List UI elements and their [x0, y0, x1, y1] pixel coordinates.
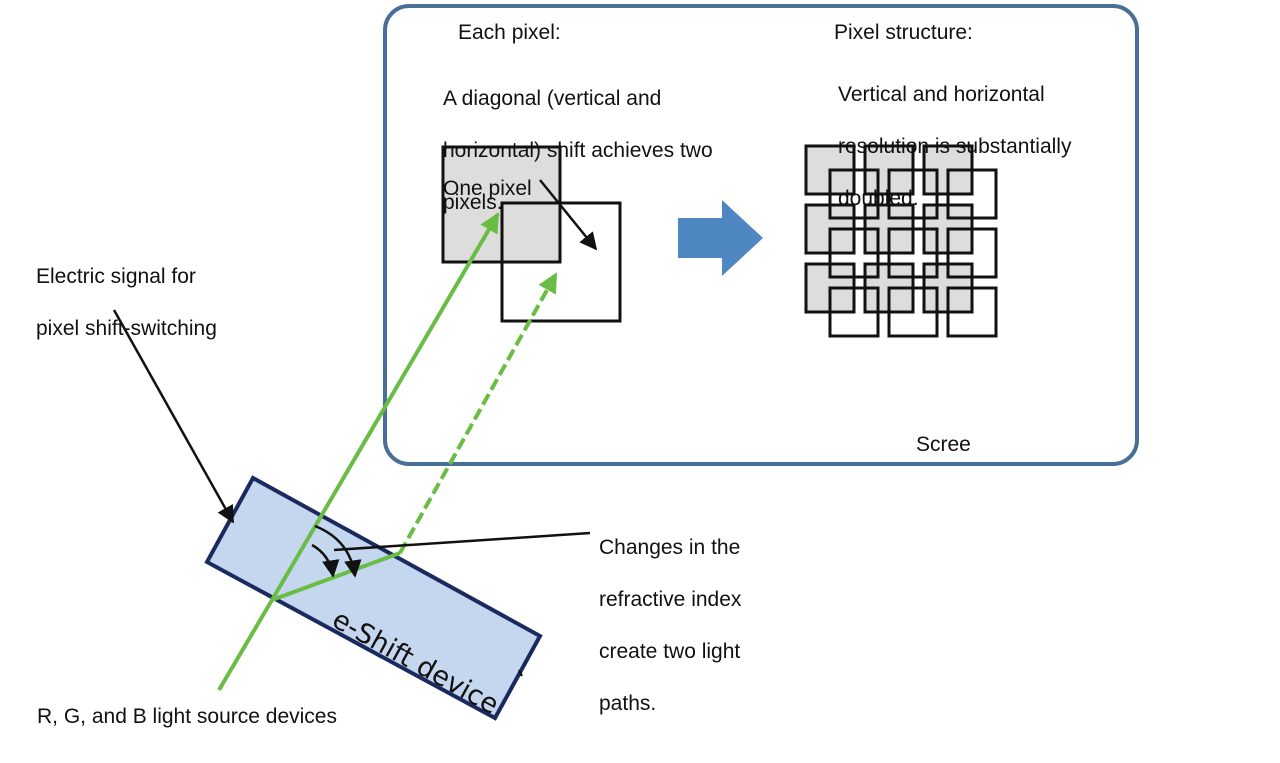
pixel-structure-line: doubled.	[838, 187, 919, 210]
pixel-grid-square-shifted	[887, 168, 939, 220]
pixel-grid-square-shifted	[828, 168, 880, 220]
pixel-structure-heading: Pixel structure:	[834, 21, 973, 44]
pixel-grid-square-shifted	[946, 227, 998, 279]
refraction-label-line: Changes in the	[599, 536, 741, 559]
device-tick	[518, 669, 523, 677]
light-path-direct	[270, 212, 500, 602]
refraction-label: Changes in the refractive index create t…	[599, 509, 741, 743]
refraction-label-line: paths.	[599, 692, 657, 715]
screen-label: Scree	[916, 433, 971, 456]
signal-label: Electric signal for pixel shift-switchin…	[36, 238, 217, 368]
pixel-grid-square-shifted	[828, 286, 880, 338]
one-pixel-label: One pixel	[443, 177, 532, 200]
refraction-label-line: refractive index	[599, 588, 742, 611]
each-pixel-heading: Each pixel:	[458, 21, 561, 44]
pixel-structure-line: Vertical and horizontal	[838, 83, 1045, 106]
pixel-grid-square-shifted	[828, 227, 880, 279]
refraction-angle-arc-outer	[314, 524, 362, 578]
each-pixel-description: A diagonal (vertical and horizontal) shi…	[443, 60, 713, 242]
light-path-shifted	[398, 272, 558, 554]
pixel-grid-square-shifted	[887, 227, 939, 279]
eshift-device	[204, 475, 543, 721]
eshift-device-body	[204, 475, 543, 721]
signal-pointer-line	[112, 309, 235, 524]
signal-label-line: Electric signal for	[36, 265, 196, 288]
screen-panel	[383, 4, 1139, 466]
each-pixel-line: pixels.	[443, 191, 503, 214]
refraction-pointer-line	[333, 531, 591, 552]
pixel-grid-square-shifted	[946, 286, 998, 338]
pixel-structure-line: resolution is substantially	[838, 135, 1072, 158]
pixel-structure-description: Vertical and horizontal resolution is su…	[838, 56, 1071, 238]
pixel-grid-square-shifted	[887, 286, 939, 338]
light-path-incoming	[217, 598, 274, 692]
refraction-label-line: create two light	[599, 640, 741, 663]
signal-label-line: pixel shift-switching	[36, 317, 217, 340]
pixel-square-shifted	[500, 201, 622, 323]
refraction-angle-arc-inner	[311, 543, 340, 578]
each-pixel-line: horizontal) shift achieves two	[443, 139, 713, 162]
diagonal-shift-arrow	[539, 179, 598, 251]
each-pixel-line: A diagonal (vertical and	[443, 87, 662, 110]
right-arrow-icon	[678, 200, 763, 276]
pixel-structure-grid	[804, 144, 998, 338]
pixel-grid-square-shifted	[946, 168, 998, 220]
light-source-label: R, G, and B light source devices	[37, 705, 337, 728]
